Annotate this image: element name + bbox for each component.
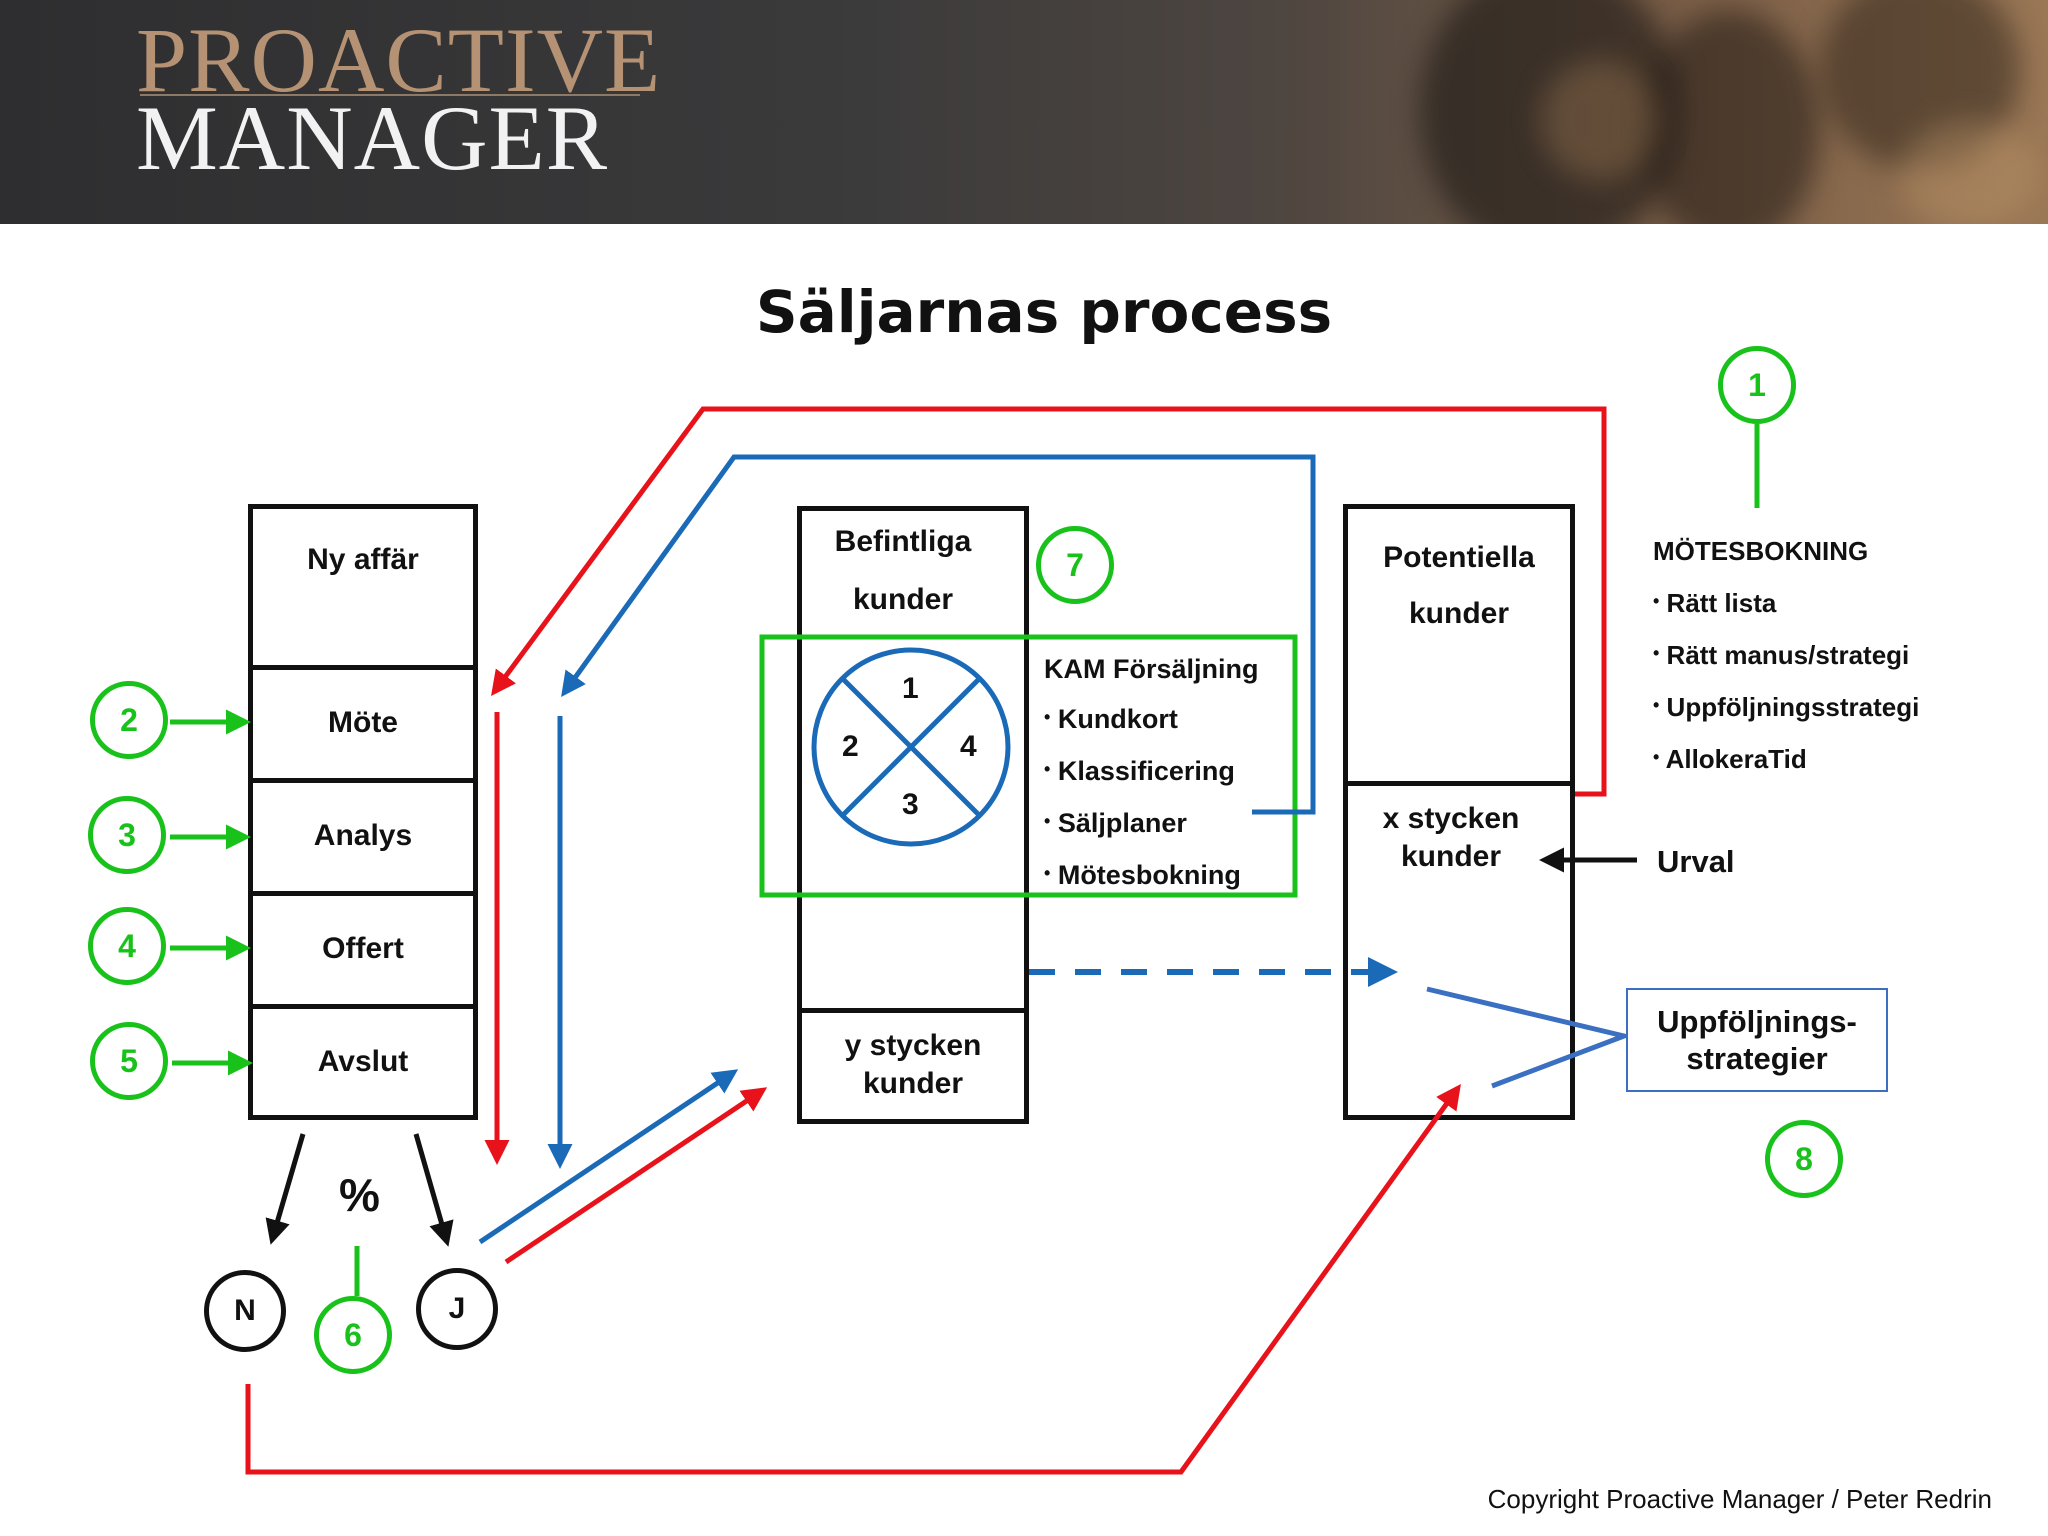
kam-title: KAM Försäljning	[1044, 654, 1259, 684]
outcome-yes: J	[416, 1268, 498, 1350]
potential-customers-column: Potentiella kunder x stycken kunder	[1343, 504, 1575, 1120]
stage-cell-analysis: Analys	[253, 778, 473, 891]
brand-logo-line1: PROACTIVE	[136, 9, 662, 111]
quadrant-3: 3	[902, 788, 919, 821]
stage-cell-meeting: Möte	[253, 665, 473, 778]
marker-1: 1	[1718, 346, 1796, 424]
marker-2: 2	[90, 681, 168, 759]
urval-label: Urval	[1657, 844, 1735, 879]
existing-customers-count-cell: y stycken kunder	[802, 1008, 1024, 1119]
page-title: Säljarnas process	[755, 278, 1333, 346]
outcome-no: N	[204, 1270, 286, 1352]
list-item: • Mötesbokning	[1044, 860, 1241, 890]
stage-new-deal: Ny affär	[307, 543, 419, 576]
red-loop-bottom	[245, 1083, 1461, 1475]
arrow-to-no	[265, 1133, 306, 1245]
header-banner: PROACTIVE MANAGER	[0, 0, 2048, 224]
existing-count-line1: y stycken	[844, 1029, 982, 1062]
percent-label: %	[339, 1169, 380, 1221]
strategy-wedge	[1426, 986, 1633, 1089]
list-item: • Rätt lista	[1653, 588, 1777, 618]
potential-customers-title-line2: kunder	[1408, 597, 1510, 630]
blue-loop-top	[561, 454, 1316, 815]
quadrant-4: 4	[960, 730, 977, 763]
sales-stage-column: Ny affär Möte Analys Offert Avslut	[248, 504, 478, 1120]
brand-logo-rule	[140, 94, 640, 96]
brand-logo-line2: MANAGER	[136, 87, 609, 189]
marker-5: 5	[90, 1022, 168, 1100]
marker-3: 3	[88, 796, 166, 874]
stage-label: Avslut	[317, 1045, 409, 1078]
potential-customers-title-line1: Potentiella	[1383, 541, 1535, 574]
existing-customers-title-line2: kunder	[852, 583, 954, 616]
strategy-line2: strategier	[1686, 1041, 1828, 1076]
red-arrow-yes-to-existing	[504, 1087, 768, 1265]
classification-cross-b	[840, 676, 982, 818]
list-item: • Uppföljningsstrategi	[1653, 692, 1920, 722]
stage-label: Analys	[313, 819, 413, 852]
motesbokning-list: • Rätt lista • Rätt manus/strategi • Upp…	[1653, 588, 1919, 796]
quadrant-1: 1	[902, 672, 919, 705]
marker-4: 4	[88, 907, 166, 985]
list-item: • Säljplaner	[1044, 808, 1187, 838]
list-item: • AllokeraTid	[1653, 744, 1807, 774]
existing-count-line2: kunder	[862, 1067, 964, 1100]
stage-cell-close: Avslut	[253, 1004, 473, 1115]
marker-8: 8	[1765, 1120, 1843, 1198]
quadrant-2: 2	[842, 730, 859, 763]
potential-customers-count-cell: x stycken kunder	[1348, 781, 1570, 1115]
marker-6: 6	[314, 1296, 392, 1374]
strategy-line1: Uppföljnings-	[1657, 1003, 1857, 1039]
potential-count-line2: kunder	[1400, 840, 1502, 873]
strategy-box: Uppföljnings- strategier	[1626, 988, 1888, 1092]
potential-count-line1: x stycken	[1382, 802, 1520, 835]
arrow-to-yes	[413, 1133, 454, 1247]
list-item: • Rätt manus/strategi	[1653, 640, 1910, 670]
stage-label: Möte	[328, 706, 398, 739]
blue-arrow-yes-to-existing	[478, 1069, 739, 1245]
list-item: • Klassificering	[1044, 756, 1235, 786]
stage-label: Offert	[322, 932, 404, 965]
motesbokning-title: MÖTESBOKNING	[1653, 536, 1869, 566]
kam-frame	[759, 634, 1298, 898]
stage-cell-offer: Offert	[253, 891, 473, 1004]
copyright-notice: Copyright Proactive Manager / Peter Redr…	[1487, 1484, 1992, 1514]
existing-customers-title-line1: Befintliga	[834, 525, 972, 558]
kam-list: • Kundkort • Klassificering • Säljplaner…	[1044, 704, 1241, 912]
marker-7: 7	[1036, 526, 1114, 604]
red-loop-top	[491, 406, 1607, 797]
list-item: • Kundkort	[1044, 704, 1178, 734]
